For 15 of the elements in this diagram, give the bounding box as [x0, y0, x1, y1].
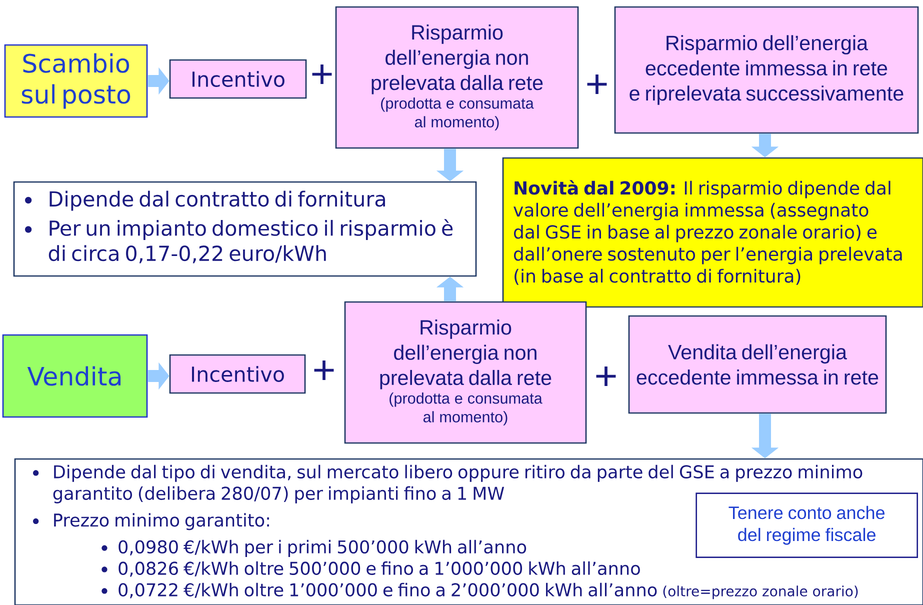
process-box: Incentivo [169, 59, 307, 99]
process-box: Risparmio dell’energia eccedente immessa in rete e riprelevata successivamente [614, 6, 919, 134]
option-box: Vendita [2, 334, 148, 418]
note-box: Novità dal 2009: Il risparmio dipende dal valore dell’energia immessa (assegnato dal GSE in base al prezzo zonale orario) e dall’onere sostenuto per l’energia prelevata (in base al contratto di fornitura) [502, 157, 923, 308]
process-box: Risparmio dell’energia non prelevata dalla rete (prodotta e consumata al momento) [335, 6, 579, 149]
option-box: Scambio sul posto [4, 44, 148, 118]
plus-sign: + [314, 360, 334, 380]
plus-sign: + [596, 366, 616, 386]
plus-sign: + [587, 74, 607, 94]
process-box: Risparmio dell’energia non prelevata dalla rete (prodotta e consumata al momento) [344, 301, 587, 444]
process-box: Incentivo [169, 354, 306, 394]
info-box: Dipende dal contratto di fornitura Per un impianto domestico il risparmio è di circa 0,17-0,22 euro/kWh [13, 181, 477, 277]
note-box: Tenere conto anche del regime fiscale [696, 492, 918, 558]
plus-sign: + [312, 64, 332, 84]
process-box: Vendita dell’energia eccedente immessa in rete [628, 315, 887, 414]
